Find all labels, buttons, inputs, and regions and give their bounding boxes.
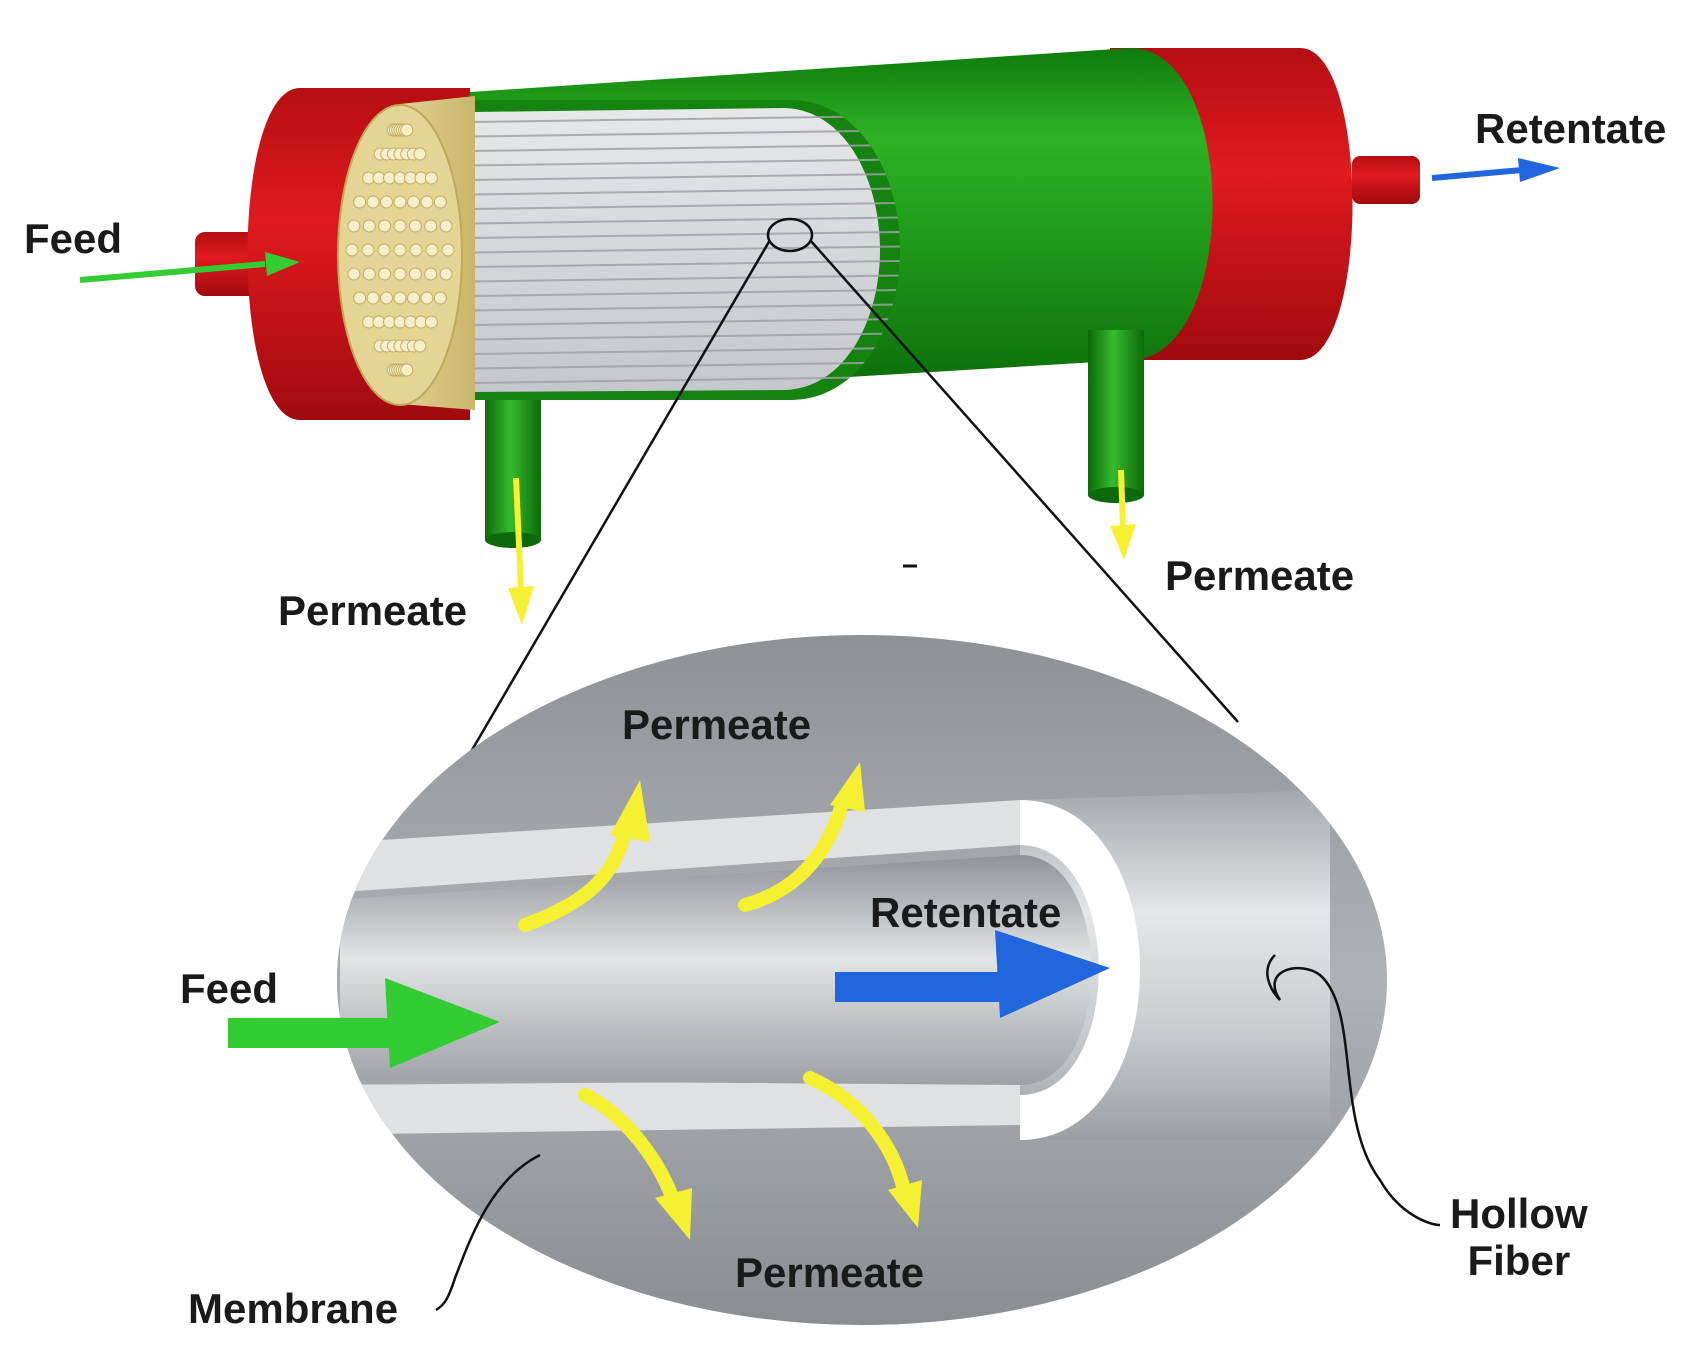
fiber-end (439, 219, 453, 233)
fiber-end (433, 291, 447, 305)
fiber-end (407, 291, 420, 305)
fiber-strand (469, 361, 900, 370)
permeate-arrow-left (508, 477, 534, 625)
fiber-strand (469, 129, 900, 138)
hollow-fiber-leader (1266, 954, 1441, 1227)
fiber-end (408, 219, 422, 233)
fiber-strand (469, 274, 900, 283)
fiber-end (366, 195, 380, 209)
fiber-end (424, 267, 438, 281)
fiber-end (409, 243, 423, 257)
fiber-end (347, 267, 361, 281)
fiber-end (439, 267, 453, 281)
fiber-end (393, 243, 407, 257)
fiber-strand (469, 115, 900, 123)
fiber-end (425, 243, 439, 257)
hollow-fiber-label-line2: Fiber (1467, 1237, 1571, 1285)
fiber-strand (469, 173, 900, 181)
fiber-strand (469, 187, 900, 196)
fiber-end (424, 315, 438, 329)
fiber-end (377, 243, 391, 257)
fiber-end (380, 291, 393, 305)
retentate-arrow-zoom (835, 930, 1110, 1018)
fiber-strand (469, 158, 900, 167)
fiber-end (393, 219, 407, 233)
permeate-label-right: Permeate (1165, 552, 1355, 599)
permeate-pipe-right (1088, 330, 1144, 495)
fiber-end (347, 219, 361, 233)
fiber-end (400, 363, 414, 377)
permeate-arrow-right (1110, 469, 1136, 560)
fiber-end (393, 267, 407, 281)
fiber-end (420, 291, 434, 305)
membrane-label: Membrane (188, 1285, 399, 1332)
fiber-end (400, 123, 414, 137)
fiber-strand (469, 202, 900, 210)
fiber-bore (337, 855, 1092, 1085)
fiber-end (393, 291, 407, 305)
permeate-arrows-zoom (518, 793, 912, 1212)
fiber-end (362, 267, 376, 281)
fiber-strand (469, 216, 900, 225)
zoom-focus-ellipse (766, 217, 814, 253)
fiber-end (413, 147, 427, 161)
fiber-end (393, 195, 407, 209)
fiber-strand (469, 144, 900, 152)
fiber-end (366, 291, 380, 305)
retentate-arrow-top (1431, 158, 1560, 182)
fiber-strand (469, 245, 900, 254)
fiber-end (441, 243, 455, 257)
fiber-end (353, 291, 367, 305)
feed-label-top: Feed (24, 215, 123, 262)
feed-arrow-zoom (228, 978, 500, 1068)
fiber-strand (469, 332, 900, 341)
permeate-label-left: Permeate (278, 587, 468, 634)
fiber-strand (469, 318, 900, 326)
fiber-bundle-cutaway (337, 96, 900, 410)
fiber-end (433, 195, 447, 209)
fiber-end (378, 267, 392, 281)
fiber-strand (469, 376, 900, 384)
fiber-end (407, 195, 420, 209)
fiber-strand (469, 347, 900, 355)
fiber-strand (469, 303, 900, 312)
retentate-outlet-pipe (1352, 156, 1420, 204)
fiber-end (424, 219, 438, 233)
fiber-end (380, 195, 393, 209)
permeate-label-zoom-top: Permeate (622, 701, 812, 748)
fiber-end (345, 243, 359, 257)
permeate-label-zoom-bottom: Permeate (735, 1249, 925, 1296)
feed-label-zoom: Feed (180, 965, 279, 1012)
retentate-label-zoom: Retentate (870, 889, 1062, 936)
fiber-end (361, 243, 375, 257)
hollow-fiber-label-line1: Hollow (1450, 1190, 1588, 1237)
membrane-leader (435, 1153, 541, 1312)
fiber-end (420, 195, 434, 209)
fiber-end (362, 219, 376, 233)
fiber-end (353, 195, 367, 209)
fiber-strand (469, 289, 900, 297)
fiber-end (378, 219, 392, 233)
fiber-end (413, 339, 427, 353)
retentate-label-top: Retentate (1475, 105, 1667, 152)
feed-arrow-top (79, 252, 300, 283)
fiber-end (424, 171, 438, 185)
fiber-end (408, 267, 422, 281)
fiber-strand (469, 231, 900, 239)
hollow-fiber-label: Hollow Fiber (1450, 1190, 1588, 1284)
